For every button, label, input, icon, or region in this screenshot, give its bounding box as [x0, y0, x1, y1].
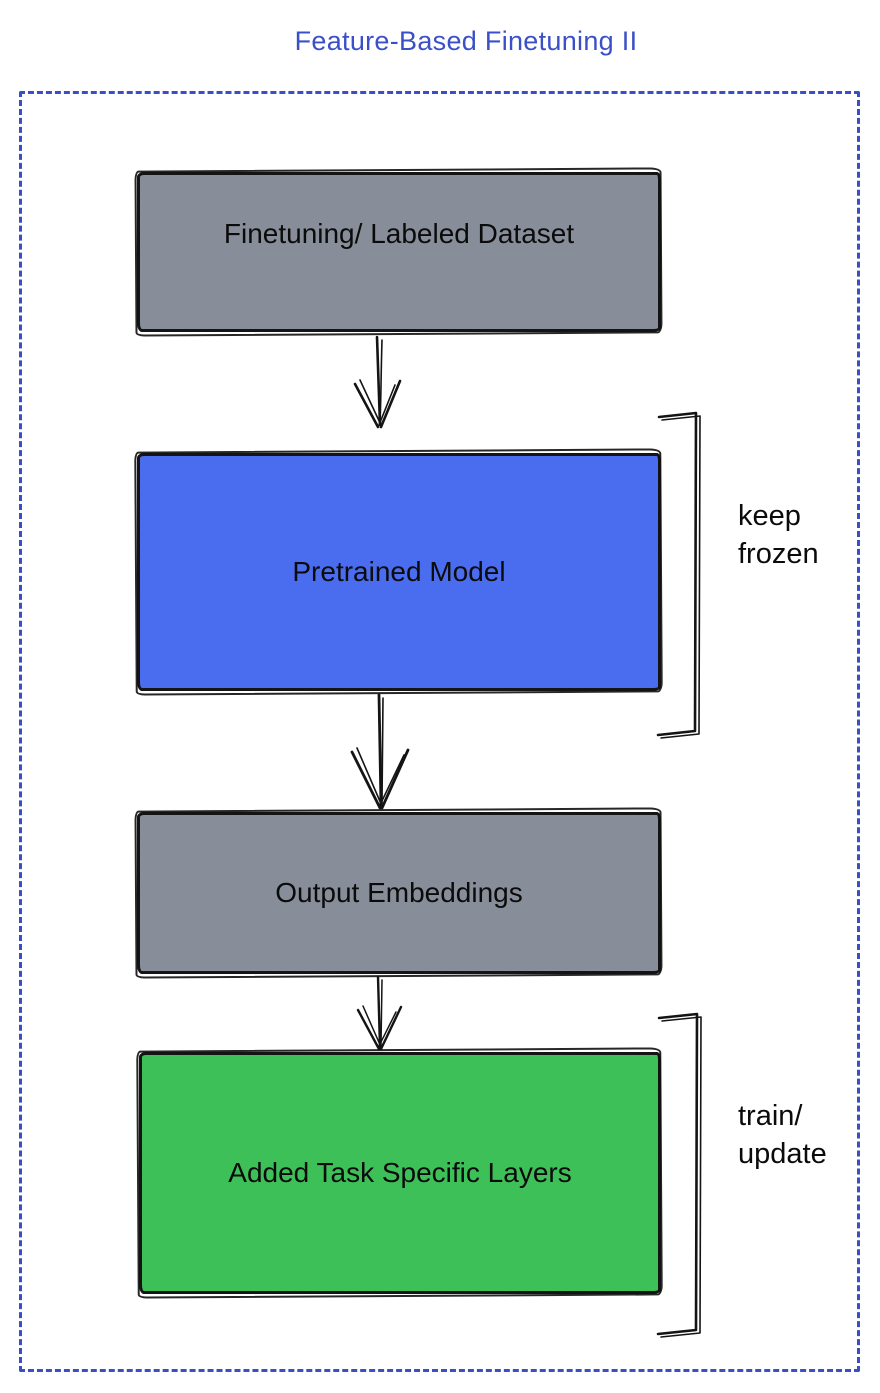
dotted-frame [19, 91, 860, 1372]
node-output-embeddings-label: Output Embeddings [275, 877, 523, 908]
node-pretrained-model-label: Pretrained Model [292, 556, 506, 587]
node-finetuning-dataset-label: Finetuning/ Labeled Dataset [223, 218, 575, 249]
diagram-title: Feature-Based Finetuning II [294, 26, 638, 56]
node-added-task-layers: Added Task Specific Layers [139, 1052, 661, 1294]
node-output-embeddings: Output Embeddings [137, 812, 661, 974]
node-added-task-layers-label: Added Task Specific Layers [228, 1157, 572, 1188]
annotation-keep-frozen: keep frozen [738, 500, 819, 570]
node-finetuning-dataset: Finetuning/ Labeled Dataset [137, 172, 661, 332]
annotation-train-update: train/ update [738, 1100, 827, 1170]
node-pretrained-model: Pretrained Model [137, 453, 661, 691]
